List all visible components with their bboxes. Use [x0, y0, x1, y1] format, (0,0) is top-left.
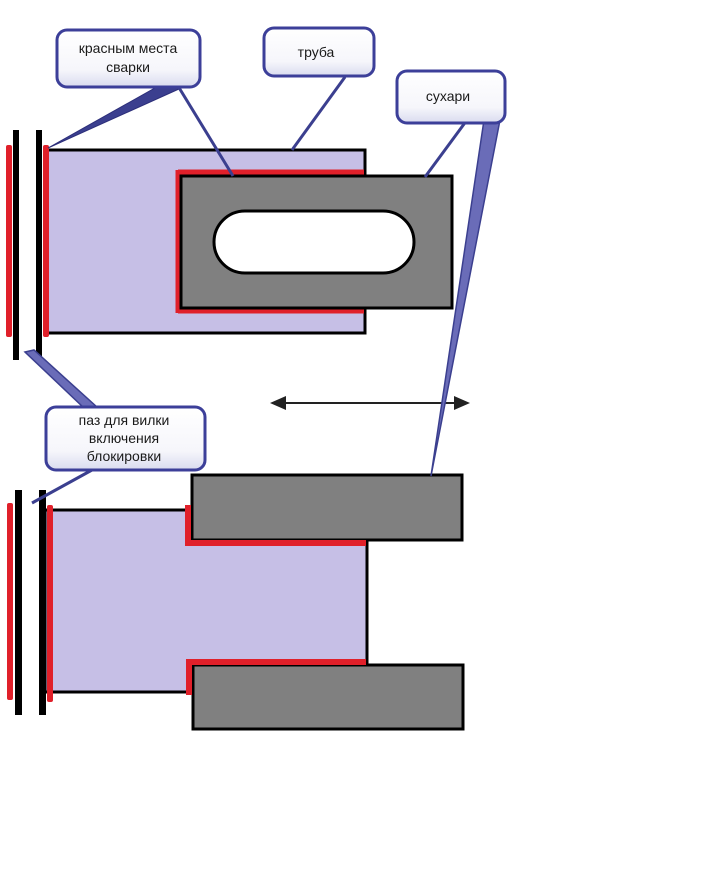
callout-groove: паз для вилки включения блокировки	[44, 405, 207, 472]
callout-weld-spots: красным места сварки	[55, 28, 202, 89]
bottom-weld-lower	[186, 659, 366, 695]
groove-pointer-top	[23, 349, 100, 409]
bottom-flange-bar-1	[15, 490, 22, 715]
top-assembly	[6, 130, 454, 360]
weld-pointer	[47, 83, 191, 149]
bottom-flange-bar-2	[39, 490, 46, 715]
bottom-rusk-upper	[190, 473, 464, 542]
top-weld-flange-2	[43, 145, 49, 337]
callout-groove-line2: включения	[89, 430, 159, 446]
top-weld-flange-1	[6, 145, 12, 337]
weld-pointer-2	[176, 85, 235, 177]
pipe-pointer	[290, 76, 347, 151]
bottom-weld-flange-1	[7, 503, 13, 700]
top-flange-bar-1	[13, 130, 19, 360]
bottom-assembly	[7, 473, 465, 731]
callout-groove-line3: блокировки	[87, 448, 161, 464]
callout-rusks-text: сухари	[426, 88, 470, 104]
callout-pointers	[23, 76, 501, 505]
groove-pointer-bottom	[31, 468, 93, 505]
rusk-pointer-top	[423, 119, 469, 178]
callout-rusks: сухари	[395, 69, 507, 125]
bottom-weld-flange-2	[47, 505, 53, 702]
callout-weld-spots-line1: красным места	[79, 40, 178, 56]
top-slot	[212, 209, 416, 275]
bottom-weld-upper	[185, 505, 366, 546]
bottom-rusk-lower	[191, 663, 465, 731]
callout-pipe-text: труба	[298, 44, 335, 60]
top-flange-bar-2	[36, 130, 42, 360]
callout-weld-spots-line2: сварки	[106, 59, 150, 75]
double-headed-arrow-icon	[270, 396, 470, 410]
callout-pipe: труба	[262, 26, 376, 78]
callout-groove-line1: паз для вилки	[79, 412, 170, 428]
